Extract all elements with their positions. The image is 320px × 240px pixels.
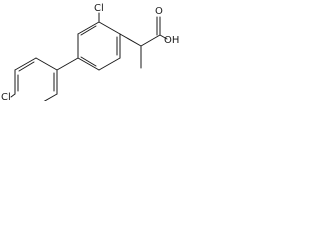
lower-benzene-ring bbox=[14, 57, 58, 101]
upper-ring-bond-6 bbox=[77, 21, 100, 35]
lower-ring-bond-4 bbox=[14, 57, 37, 71]
lower-ring-bond-2 bbox=[43, 93, 58, 101]
upper-ring-double-3 bbox=[80, 25, 97, 36]
alpha-to-carboxyl-bond bbox=[140, 34, 161, 47]
hydroxyl-label: OH bbox=[164, 35, 179, 46]
hydroxyl-bond bbox=[159, 34, 168, 40]
chlorine-label-left: Cl bbox=[1, 92, 11, 101]
upper-ring-double-2 bbox=[80, 56, 97, 67]
ring-to-alpha-carbon-bond bbox=[119, 33, 142, 47]
chlorine-label-top: Cl bbox=[94, 3, 104, 14]
propanoic-acid-chain bbox=[119, 16, 168, 69]
structure-diagram: Cl Cl O OH bbox=[1, 3, 179, 101]
upper-benzene-ring bbox=[77, 21, 121, 71]
left-chlorine-bond bbox=[10, 93, 16, 98]
carbonyl-oxygen-label: O bbox=[155, 6, 163, 17]
upper-ring-bond-4 bbox=[77, 57, 100, 71]
lower-ring-double-2 bbox=[18, 61, 35, 72]
biaryl-bond bbox=[56, 57, 79, 71]
upper-ring-bond-3 bbox=[98, 57, 121, 71]
lower-ring-bond-3 bbox=[35, 57, 58, 71]
upper-ring-bond-1 bbox=[98, 21, 121, 35]
